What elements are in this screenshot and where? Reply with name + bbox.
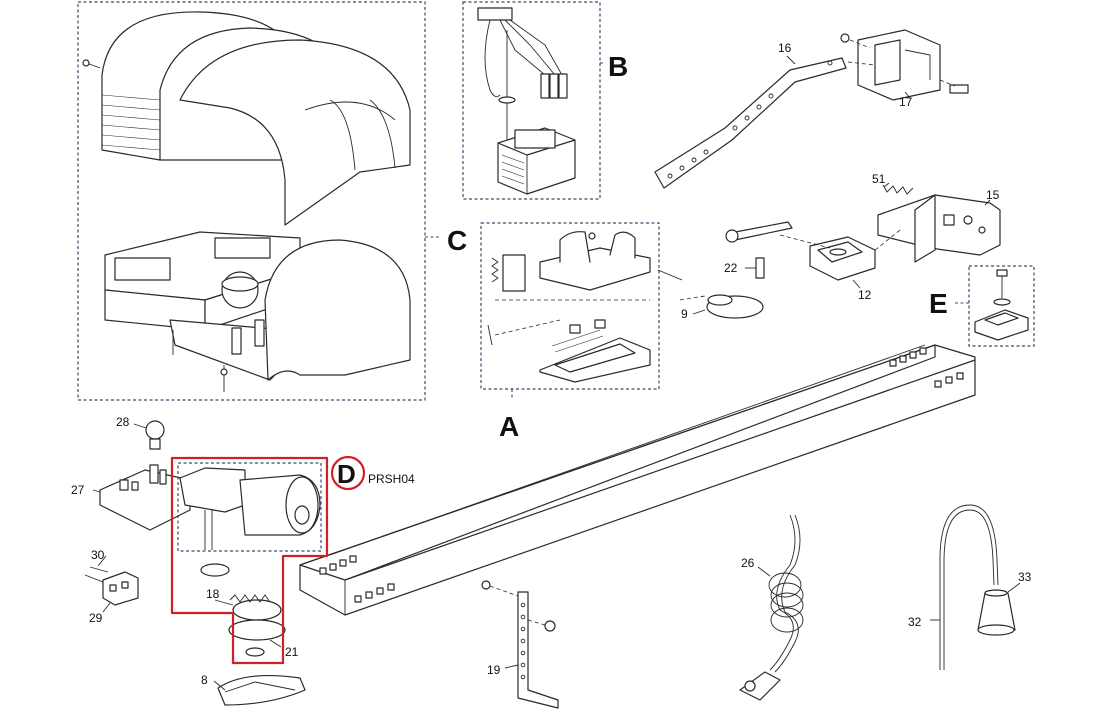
- part-label-15: 15: [986, 188, 1000, 202]
- part-label-29: 29: [89, 611, 103, 625]
- leader-lines: [92, 55, 1021, 691]
- bracket-15: [877, 194, 1001, 256]
- front-bracket-assembly: [679, 184, 1001, 319]
- part-label-18: 18: [206, 587, 220, 601]
- gearbox: [179, 467, 246, 513]
- part-label-12: 12: [858, 288, 872, 302]
- hanger-19: [481, 580, 559, 709]
- part-label-17: 17: [899, 95, 913, 109]
- group-d-circle: [330, 455, 366, 491]
- group-e-parts: [955, 265, 1035, 347]
- bulb-28: [145, 420, 165, 450]
- part-label-32: 32: [908, 615, 922, 629]
- control-board-27: [99, 464, 191, 531]
- part-label-22: 22: [724, 261, 738, 275]
- group-label-d: D: [337, 459, 356, 489]
- emergency-release-cord: [939, 504, 1016, 670]
- group-b-transformer: [462, 1, 604, 200]
- group-a-carriage: [480, 222, 683, 400]
- part-label-30: 30: [91, 548, 105, 562]
- part-label-33: 33: [1018, 570, 1032, 584]
- part-label-16: 16: [778, 41, 792, 55]
- part-label-8: 8: [201, 673, 208, 687]
- part-label-19: 19: [487, 663, 501, 677]
- group-e-box: [968, 265, 1035, 347]
- connector-29: [84, 566, 139, 606]
- group-c-box: [77, 1, 426, 401]
- group-c-housing: [77, 1, 426, 401]
- bolt: [729, 221, 793, 241]
- part-label-9: 9: [681, 307, 688, 321]
- group-label-b: B: [608, 51, 628, 82]
- pin-22: [755, 257, 765, 279]
- group-d-motor: [170, 455, 366, 665]
- group-d-highlight-outline: [170, 456, 329, 665]
- group-a-box: [480, 222, 660, 390]
- part-code-label: PRSH04: [368, 472, 415, 486]
- part-label-27: 27: [71, 483, 85, 497]
- group-label-e: E: [929, 288, 948, 319]
- power-cable-26: [739, 514, 804, 701]
- bracket-arm: [654, 29, 969, 189]
- part-label-21: 21: [285, 645, 299, 659]
- part-label-26: 26: [741, 556, 755, 570]
- rear-dome: [264, 239, 411, 381]
- cover-plate-8: [217, 674, 306, 706]
- rail-track: [299, 344, 976, 616]
- sprocket-18: [232, 599, 282, 621]
- part-label-28: 28: [116, 415, 130, 429]
- group-b-box: [462, 1, 601, 200]
- group-label-c: C: [447, 225, 467, 256]
- group-label-a: A: [499, 411, 519, 442]
- arm-16: [654, 57, 847, 189]
- part-label-51: 51: [872, 172, 886, 186]
- spring-51: [882, 184, 914, 195]
